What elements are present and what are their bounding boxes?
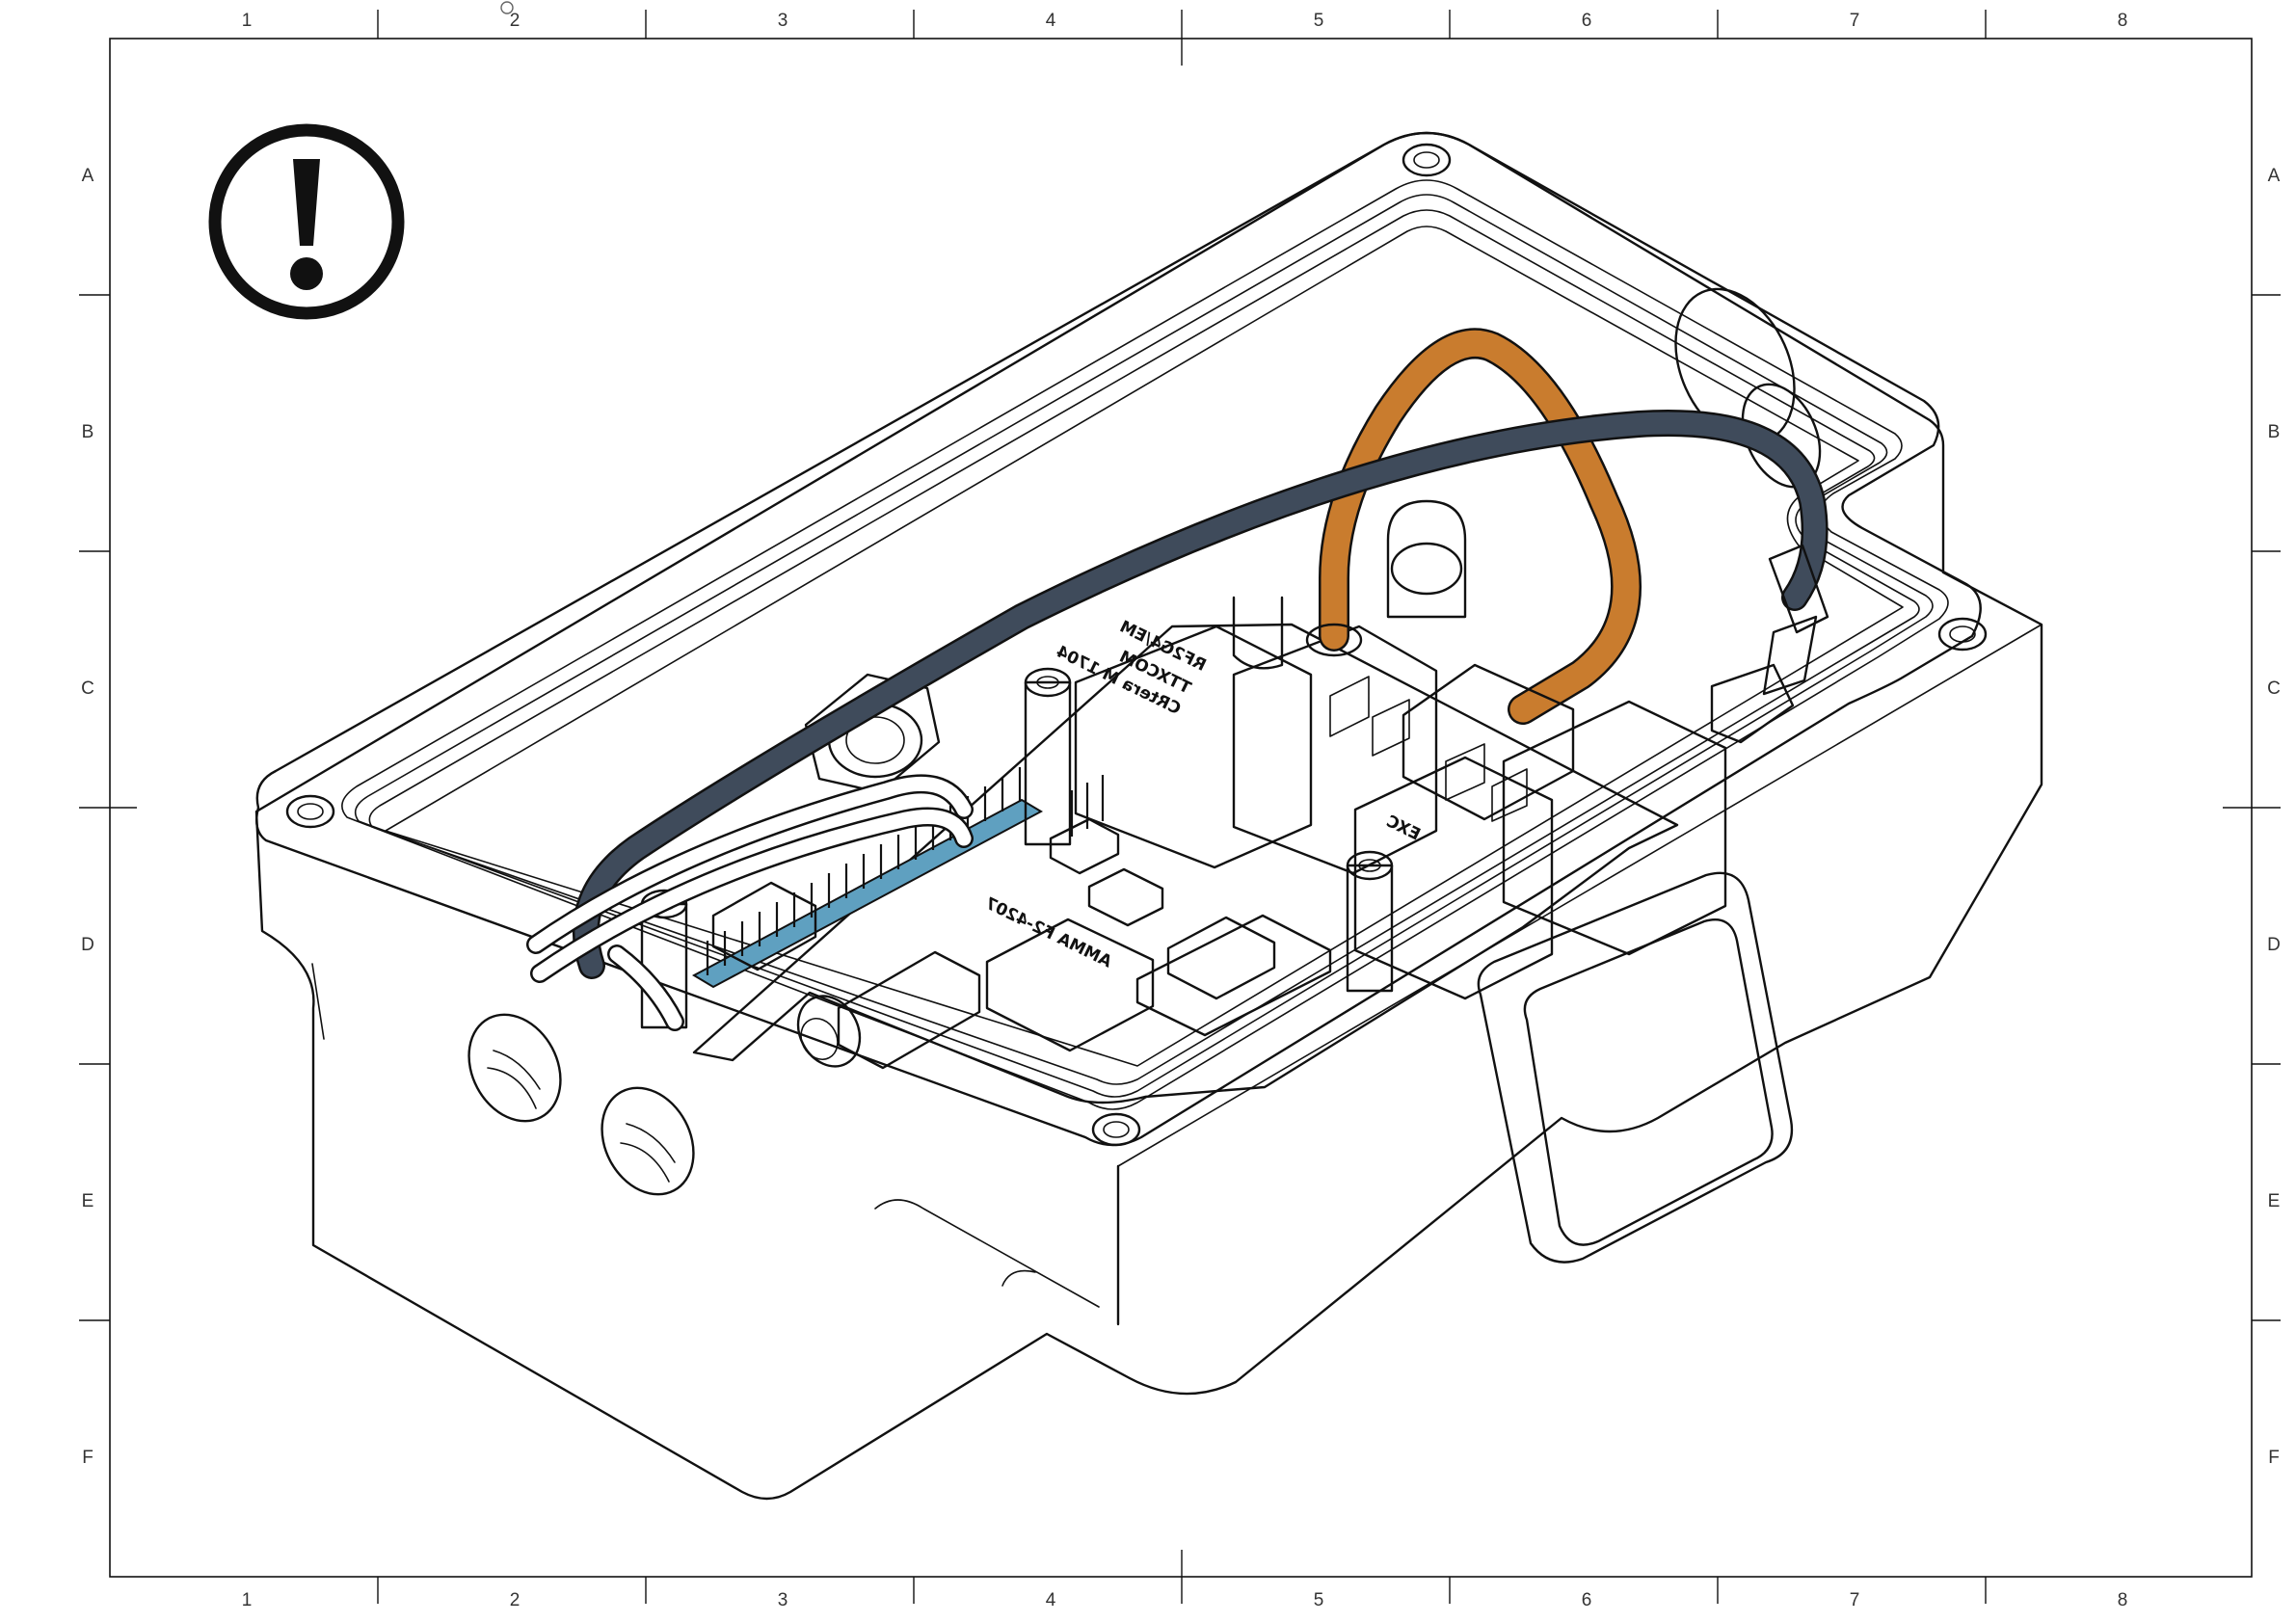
enclosure-side-edge — [1117, 624, 2042, 1167]
zone-col-label: 8 — [2118, 1590, 2128, 1610]
standoff — [1346, 850, 1394, 993]
usb-slot — [1372, 699, 1410, 757]
sheet-frame — [109, 38, 2253, 1578]
zone-ticks — [79, 10, 2281, 1604]
zone-col-label: 2 — [510, 1590, 521, 1610]
zone-col-label: 4 — [1046, 11, 1056, 31]
sma-connector — [1762, 615, 1818, 696]
enclosure — [254, 131, 2043, 1501]
corner-screw-boss — [1937, 617, 1988, 652]
antenna-connector — [1402, 663, 1575, 821]
zone-col-label: 1 — [242, 11, 253, 31]
zone-col-label: 7 — [1850, 1590, 1860, 1610]
zone-col-label: 1 — [242, 1590, 253, 1610]
board-marking: EXC — [1383, 812, 1424, 844]
zone-row-label: C — [81, 678, 94, 699]
zone-row-label: E — [82, 1191, 94, 1211]
zone-col-label: 4 — [1046, 1590, 1056, 1610]
usb-slot — [1445, 743, 1485, 801]
pcb-substrate — [692, 623, 1679, 1104]
zone-col-label: 6 — [1582, 1590, 1592, 1610]
cable-gland-hole — [467, 1013, 562, 1123]
antenna-cable — [1305, 328, 1642, 821]
mounting-window — [1477, 871, 1794, 1264]
zone-col-label: 5 — [1314, 11, 1324, 31]
barrel-jack — [796, 950, 981, 1070]
small-chip — [1087, 867, 1164, 927]
enclosure-rim-outer — [255, 131, 1982, 1147]
gpio-header — [691, 798, 1044, 989]
connector-block — [711, 881, 817, 971]
zone-col-label: 3 — [778, 1590, 788, 1610]
zone-row-label: F — [82, 1448, 93, 1468]
zone-col-label: 2 — [510, 11, 521, 31]
sma-connector — [1768, 544, 1829, 634]
enclosure-rim-inner — [341, 179, 1949, 1110]
enclosure-notch — [311, 963, 325, 1040]
standoff — [1024, 667, 1072, 846]
zone-row-label: F — [2268, 1448, 2280, 1468]
zone-col-label: 3 — [778, 11, 788, 31]
flex-connector — [1135, 914, 1332, 1037]
corner-screw-boss — [285, 794, 335, 829]
zone-row-label: C — [2267, 678, 2281, 699]
zone-row-label: D — [81, 935, 94, 955]
sma-adapter — [1710, 663, 1795, 744]
usb-port-block — [1232, 625, 1438, 875]
zone-row-label: A — [82, 166, 94, 186]
pin-header-pins — [1070, 775, 1105, 837]
zone-row-label: D — [2267, 935, 2281, 955]
zone-row-label: E — [2268, 1191, 2281, 1211]
zone-labels-left: A B C D E F — [81, 166, 94, 1468]
enclosure-notch — [1001, 1269, 1036, 1287]
internal-wires — [526, 774, 974, 1031]
soc-chip — [1166, 916, 1276, 1000]
coax-cable — [572, 410, 1829, 979]
zone-col-label: 6 — [1582, 11, 1592, 31]
pin-header — [1049, 817, 1120, 875]
cable-gland-hole — [601, 1086, 695, 1196]
zone-row-label: B — [82, 422, 94, 442]
corner-screw-boss — [1402, 143, 1452, 177]
zone-labels-right: A B C D E F — [2267, 166, 2281, 1468]
exclamation-in-circle-icon — [208, 123, 405, 320]
enclosure-notch — [874, 1199, 1100, 1308]
zone-col-label: 5 — [1314, 1590, 1324, 1610]
zone-labels-top: 1 2 3 4 5 6 7 8 — [242, 11, 2128, 31]
zone-col-label: 8 — [2118, 11, 2128, 31]
zone-labels-bottom: 1 2 3 4 5 6 7 8 — [242, 1590, 2128, 1610]
enclosure-base — [254, 131, 2043, 1501]
usb-port-block — [1353, 756, 1554, 1000]
module-chip — [985, 918, 1155, 1052]
ethernet-port — [1502, 700, 1727, 956]
zone-row-label: B — [2268, 422, 2281, 442]
svg-text:EXC: EXC — [1383, 812, 1424, 844]
usb-slot — [1329, 676, 1370, 737]
usb-port-block — [1074, 625, 1313, 869]
corner-screw-boss — [1091, 1112, 1141, 1147]
usb-slot — [1491, 768, 1528, 822]
zone-col-label: 7 — [1850, 11, 1860, 31]
zone-row-label: A — [2268, 166, 2281, 186]
registration-mark — [500, 1, 514, 14]
